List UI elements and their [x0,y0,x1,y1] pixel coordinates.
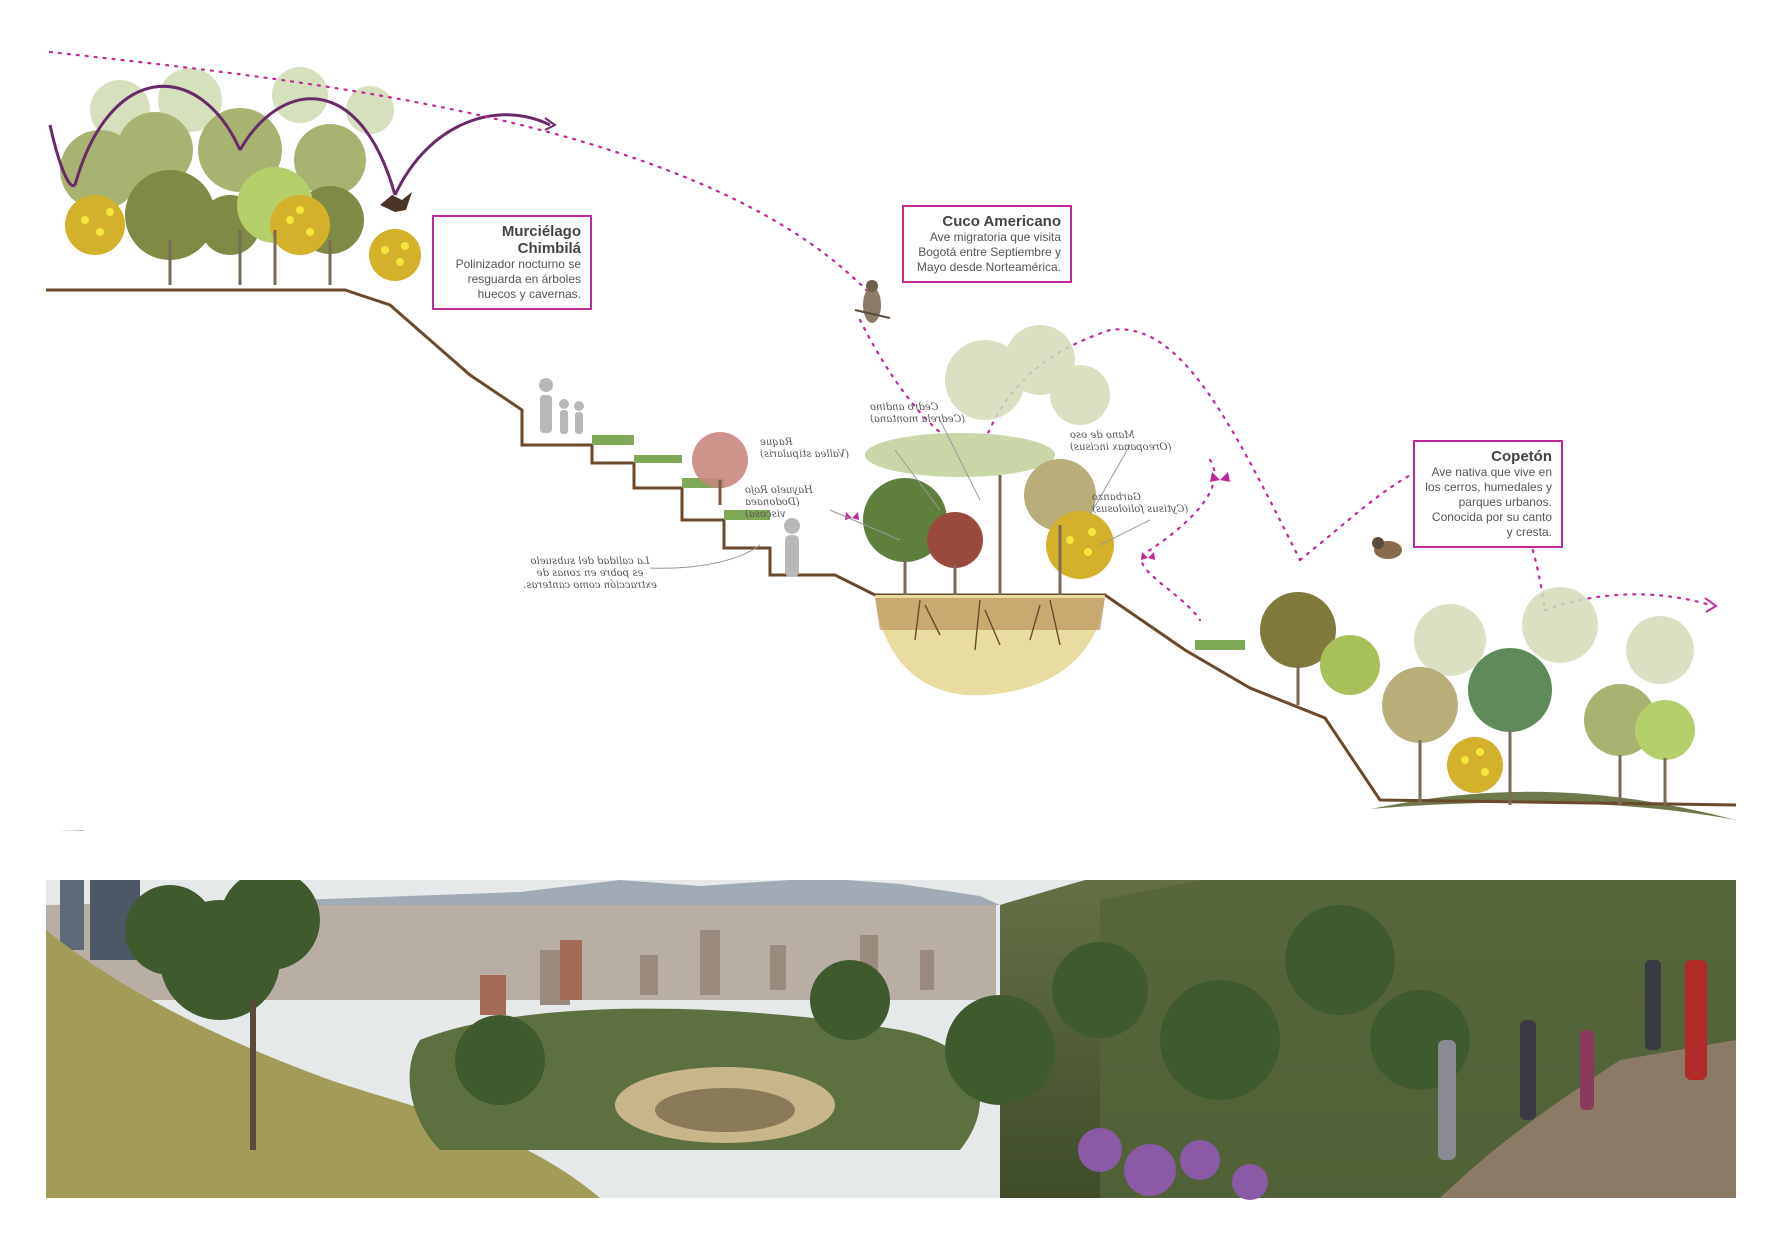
label-subsuelo: La calidad del subsuelo es pobre en zona… [520,556,660,592]
copeton-bird-icon [1372,537,1402,559]
label-mano-de-oso: Mano de oso (Oreopanax incisus) [1070,430,1180,454]
forest-cluster-right [1382,587,1695,805]
label-garbanzo: Garbanzo (Cytisus foliolosus) [1092,492,1192,516]
callout-copeton: Copetón Ave nativa que vive en los cerro… [1413,440,1563,548]
label-cedro-andino: Cedro andino (Cedrela montana) [870,402,970,426]
callout-murcielago: Murciélago Chimbilá Polinizador nocturno… [432,215,592,310]
cuco-bird-icon [855,280,890,323]
hayuelo-tree [692,432,748,505]
label-raque: Raque (Vallea stipularis) [760,437,860,461]
forest-cluster-slope [1260,592,1380,705]
callout-copeton-description: Ave nativa que vive en los cerros, humed… [1424,465,1552,540]
forest-cluster-center [863,325,1114,595]
restoration-soil-bowl [875,595,1105,695]
callout-copeton-title: Copetón [1424,448,1552,465]
forest-cluster-left [60,67,421,285]
label-hayuelo-rojo: Hayuelo Rojo (Dodonaea viscosa) [745,485,840,521]
callout-cuco-description: Ave migratoria que visita Bogotá entre S… [913,230,1061,275]
callout-murcielago-description: Polinizador nocturno se resguarda en árb… [443,257,581,302]
callout-murcielago-title: Murciélago Chimbilá [443,223,581,257]
callout-cuco-title: Cuco Americano [913,213,1061,230]
callout-cuco: Cuco Americano Ave migratoria que visita… [902,205,1072,283]
